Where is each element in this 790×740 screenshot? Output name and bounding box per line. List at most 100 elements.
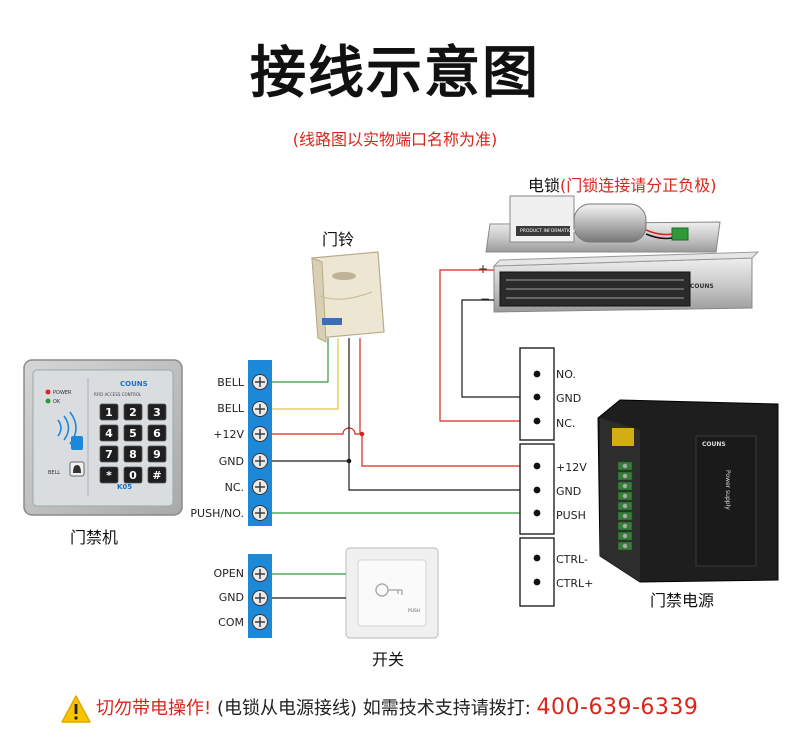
- switch-label: 开关: [372, 650, 405, 669]
- power-supply-device: [597, 399, 779, 583]
- svg-text:#: #: [152, 469, 161, 482]
- keypad-key: 2: [123, 403, 143, 421]
- svg-text:4: 4: [105, 427, 113, 440]
- wires: [272, 269, 528, 599]
- psu-label-nc: NC.: [556, 417, 576, 430]
- psu-screw-head: [622, 513, 628, 519]
- electric-bolt-lock-device: [485, 195, 721, 253]
- keypad-key: 0: [123, 466, 143, 484]
- keypad-key: 6: [147, 424, 167, 442]
- psu-terminal-block: [617, 461, 633, 551]
- page-subtitle: (线路图以实物端口名称为准): [292, 130, 498, 149]
- svg-text:7: 7: [105, 448, 113, 461]
- terminal-label-switch-gnd: GND: [218, 591, 244, 604]
- connector-pin: [533, 486, 541, 494]
- screw-terminal-icon: [252, 426, 268, 442]
- terminal-label-push-no: PUSH/NO.: [190, 507, 244, 520]
- doorbell-grille-icon: [332, 272, 356, 280]
- connector-pin: [533, 554, 541, 562]
- keypad-subtitle: RFID ACCESS CONTROL: [94, 392, 142, 397]
- terminal-label-nc: NC.: [224, 481, 244, 494]
- svg-text:5: 5: [129, 427, 137, 440]
- svg-text:*: *: [106, 469, 112, 482]
- psu-title: Power supply: [724, 470, 731, 510]
- lock-label-main: 电锁: [528, 176, 561, 195]
- terminal-label-com: COM: [218, 616, 244, 629]
- connector-pin: [533, 578, 541, 586]
- rfid-icon: [57, 411, 83, 450]
- ok-led-icon: [45, 398, 51, 404]
- psu-screw-head: [622, 533, 628, 539]
- warning-bar: 切勿带电操作! (电锁从电源接线) 如需技术支持请拨打: 400-639-633…: [96, 694, 756, 720]
- keypad-bell-text: BELL: [48, 470, 60, 476]
- psu-label-ctrl-plus: CTRL+: [556, 577, 594, 590]
- screw-terminal-icon: [252, 374, 268, 390]
- warning-text-1: 切勿带电操作!: [96, 698, 212, 719]
- psu-screw-head: [622, 523, 628, 529]
- psu-label-sticker: [612, 428, 634, 446]
- psu-label-gnd-top: GND: [556, 392, 582, 405]
- keypad-power-text: POWER: [53, 390, 72, 396]
- psu-label-ctrl-minus: CTRL-: [556, 553, 588, 566]
- terminal-label-bell-2: BELL: [217, 402, 244, 415]
- svg-text:0: 0: [129, 469, 137, 482]
- connector-pin: [533, 509, 541, 517]
- doorbell-label: 门铃: [322, 230, 355, 249]
- psu-screw-head: [622, 493, 628, 499]
- psu-screw-head: [622, 503, 628, 509]
- power-led-icon: [45, 389, 51, 395]
- keypad-key: *: [99, 466, 119, 484]
- lock-label-note: (门锁连接请分正负极): [560, 176, 717, 195]
- lock-minus-label: −: [480, 292, 491, 306]
- screw-terminal-icon: [252, 479, 268, 495]
- psu-label-push: PUSH: [556, 509, 586, 522]
- psu-screw-head: [622, 463, 628, 469]
- terminal-label-bell-1: BELL: [217, 376, 244, 389]
- key-icon: [375, 583, 403, 597]
- keypad-key: 3: [147, 403, 167, 421]
- warning-text-2: (电锁从电源接线) 如需技术支持请拨打:: [216, 698, 531, 719]
- magnet-brand: COUNS: [690, 283, 714, 290]
- keypad-key: 4: [99, 424, 119, 442]
- keypad-key: 5: [123, 424, 143, 442]
- svg-text:2: 2: [129, 406, 137, 419]
- lock-plus-label: +: [478, 262, 489, 276]
- keypad-key: 8: [123, 445, 143, 463]
- electric-lock-label: 电锁(门锁连接请分正负极): [528, 172, 717, 196]
- screw-terminal-icon: [252, 614, 268, 630]
- screw-terminal-icon: [252, 566, 268, 582]
- svg-text:8: 8: [129, 448, 137, 461]
- warning-icon: [61, 695, 91, 723]
- keypad-model: K05: [117, 483, 132, 491]
- keypad-brand: COUNS: [120, 380, 148, 388]
- terminal-label-12v: +12V: [213, 428, 244, 441]
- connector-pin: [533, 370, 541, 378]
- connector-pin: [533, 417, 541, 425]
- keypad-key: 7: [99, 445, 119, 463]
- psu-label-no: NO.: [556, 368, 576, 381]
- support-phone: 400-639-6339: [536, 695, 699, 720]
- keypad-key: 1: [99, 403, 119, 421]
- controller-label: 门禁机: [70, 528, 119, 547]
- psu-screw-head: [622, 473, 628, 479]
- doorbell-device: [311, 251, 385, 343]
- psu-brand: COUNS: [702, 441, 726, 448]
- page-title: 接线示意图: [250, 41, 540, 106]
- magnetic-lock-device: [492, 251, 760, 313]
- lock-info-text: PRODUCT INFORMATION: [520, 228, 575, 234]
- screw-terminal-icon: [252, 505, 268, 521]
- screw-terminal-icon: [252, 453, 268, 469]
- terminal-label-open: OPEN: [213, 567, 244, 580]
- screw-terminal-icon: [252, 590, 268, 606]
- keypad-key: 9: [147, 445, 167, 463]
- switch-push-text: PUSH: [408, 608, 420, 614]
- psu-connector-strip: [519, 347, 555, 607]
- svg-text:9: 9: [153, 448, 161, 461]
- keypad-key: #: [147, 466, 167, 484]
- screw-terminal-icon: [252, 401, 268, 417]
- connector-pin: [533, 393, 541, 401]
- power-supply-label: 门禁电源: [650, 591, 715, 610]
